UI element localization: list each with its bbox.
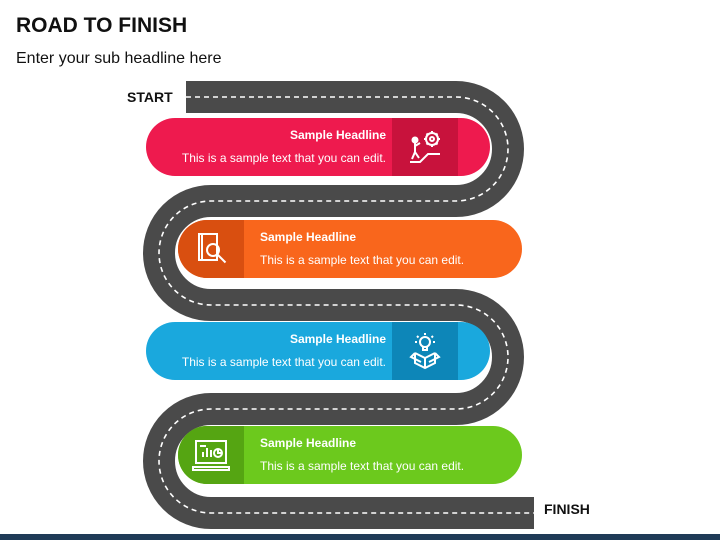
step-card-4: Sample Headline This is a sample text th… [178, 426, 522, 484]
step-2-headline: Sample Headline [260, 230, 357, 244]
step-card-2: Sample Headline This is a sample text th… [178, 220, 522, 278]
step-2-icon-box [178, 220, 244, 278]
page-subtitle: Enter your sub headline here [16, 50, 222, 67]
step-1-text: This is a sample text that you can edit. [181, 151, 386, 165]
footer-bar [0, 534, 720, 540]
step-3-headline: Sample Headline [289, 332, 386, 346]
step-4-headline: Sample Headline [260, 436, 357, 450]
step-4-text: This is a sample text that you can edit. [260, 459, 465, 473]
lightbulb-box-icon [409, 333, 441, 370]
page-title: ROAD TO FINISH [16, 14, 188, 37]
step-2-text: This is a sample text that you can edit. [260, 253, 465, 267]
monitor-chart-icon [192, 440, 230, 471]
start-label: START [127, 89, 173, 105]
step-1-headline: Sample Headline [289, 128, 386, 142]
step-3-text: This is a sample text that you can edit. [181, 355, 386, 369]
step-1-icon-box [392, 118, 458, 176]
finish-label: FINISH [544, 501, 590, 517]
step-4-icon-box [178, 426, 244, 484]
book-magnifier-icon [198, 233, 227, 264]
step-card-1: Sample Headline This is a sample text th… [146, 118, 490, 176]
step-card-3: Sample Headline This is a sample text th… [146, 322, 490, 380]
climber-gear-icon [410, 131, 440, 163]
step-3-icon-box [392, 322, 458, 380]
